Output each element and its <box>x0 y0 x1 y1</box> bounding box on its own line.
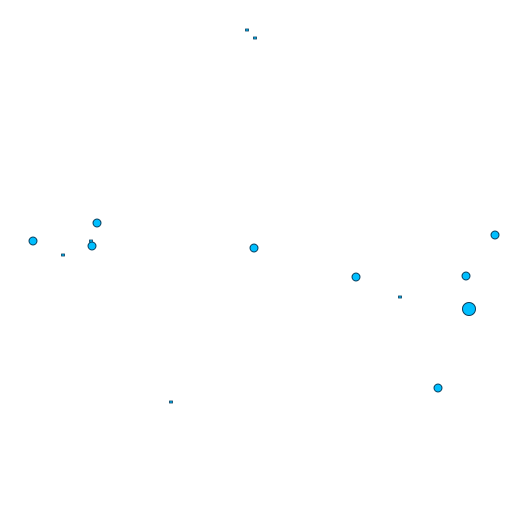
map-marker-small[interactable] <box>89 239 93 243</box>
map-marker-small[interactable] <box>253 36 257 40</box>
map-marker-small[interactable] <box>398 295 402 299</box>
map-marker[interactable] <box>462 302 476 316</box>
map-marker-small[interactable] <box>169 400 173 404</box>
map-marker[interactable] <box>249 243 259 253</box>
map-marker[interactable] <box>92 218 102 228</box>
map-marker[interactable] <box>490 230 500 240</box>
map-marker[interactable] <box>433 383 443 393</box>
map-marker[interactable] <box>87 241 97 251</box>
map-marker-small[interactable] <box>245 28 249 32</box>
map-marker-small[interactable] <box>61 253 65 257</box>
map-marker[interactable] <box>461 271 471 281</box>
map-marker[interactable] <box>351 272 361 282</box>
map-marker[interactable] <box>28 236 38 246</box>
